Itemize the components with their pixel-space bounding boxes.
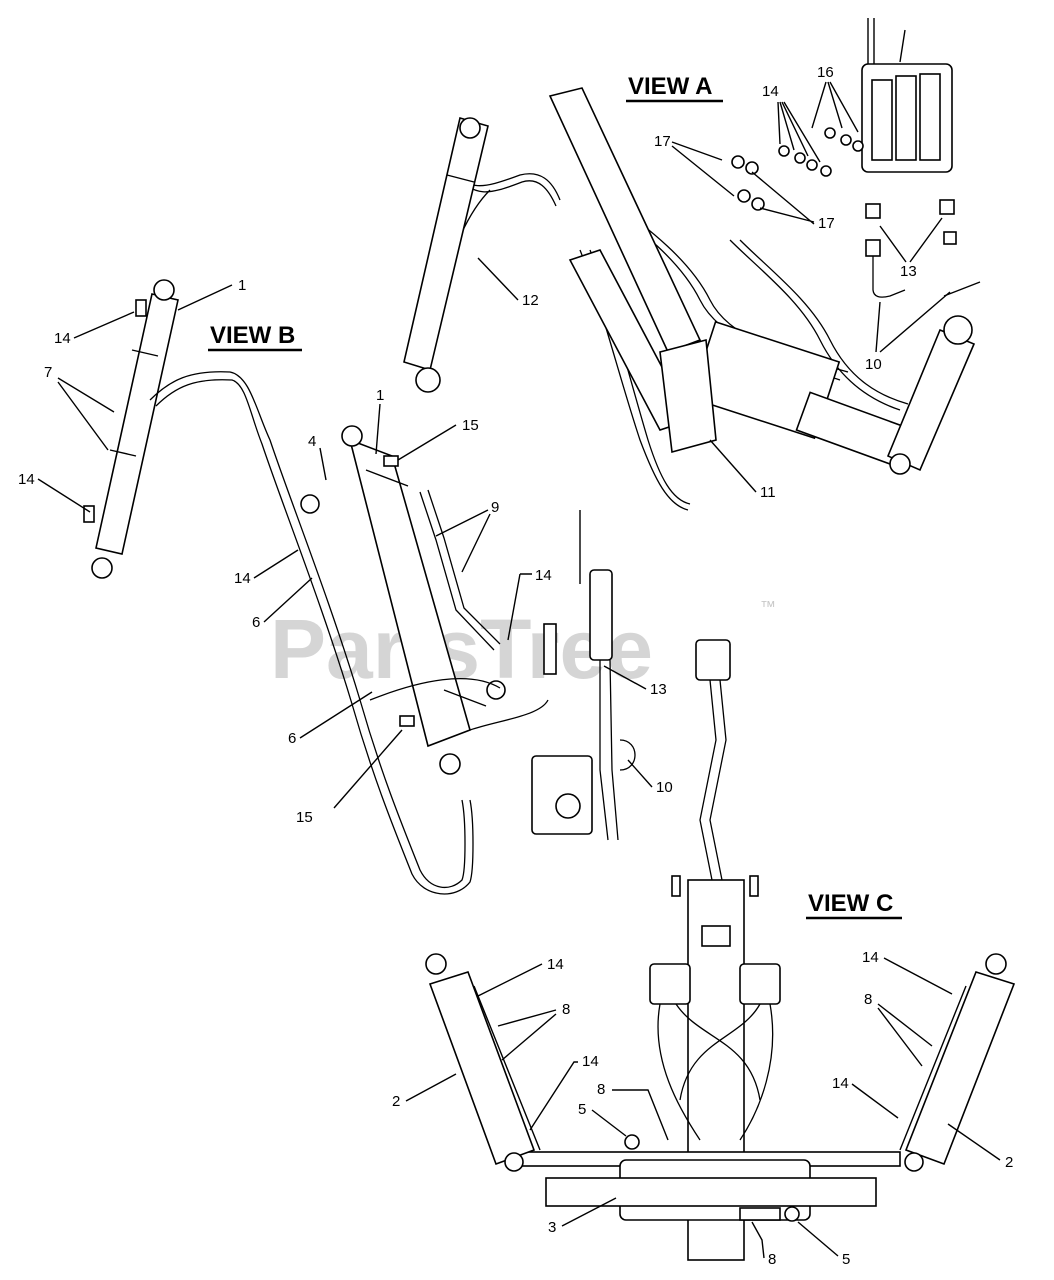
callout-8-c-right: 8 (864, 991, 872, 1008)
callout-14-low-left: 14 (18, 471, 35, 488)
labels-view-a: 16 14 17 17 13 12 10 11 (477, 64, 951, 501)
view-c-group: VIEW C (425, 875, 1016, 1261)
callout-5-c-bottom: 5 (842, 1251, 850, 1268)
callout-8-c-left: 8 (562, 1001, 570, 1018)
valve-assembly-view-b (531, 510, 636, 841)
cylinder-view-a-left (403, 116, 489, 393)
callout-14-view-a: 14 (762, 83, 779, 100)
callout-3: 3 (548, 1219, 556, 1236)
callout-2-right: 2 (1005, 1154, 1013, 1171)
labels-view-b: 1 14 7 14 1 4 15 9 14 6 14 13 6 15 10 (18, 277, 673, 826)
callout-15-lower: 15 (296, 809, 313, 826)
callout-7: 7 (44, 364, 52, 381)
watermark-trademark: ™ (760, 599, 776, 616)
control-valve-block (861, 18, 953, 173)
center-column (695, 639, 731, 901)
callout-10-center: 10 (656, 779, 673, 796)
cylinder-view-c-left (425, 953, 541, 1172)
view-a-group: VIEW A (403, 18, 981, 511)
callout-14-center-left: 14 (234, 570, 251, 587)
callout-1-left: 1 (238, 277, 246, 294)
callout-13-view-a: 13 (900, 263, 917, 280)
callout-16: 16 (817, 64, 834, 81)
callout-14-center-right: 14 (535, 567, 552, 584)
callout-4: 4 (308, 433, 316, 450)
callout-14-c-left: 14 (547, 956, 564, 973)
callout-1-center: 1 (376, 387, 384, 404)
view-c-title: VIEW C (808, 890, 893, 917)
labels-view-c: 14 8 14 8 2 14 14 2 8 5 3 8 5 (392, 949, 1013, 1268)
cylinder-view-b-center (300, 425, 506, 775)
callout-14-c-right-mid: 14 (832, 1075, 849, 1092)
callout-2-left: 2 (392, 1093, 400, 1110)
view-b-title: VIEW B (210, 322, 295, 349)
view-b-group: VIEW B (83, 279, 731, 901)
callout-13-center: 13 (650, 681, 667, 698)
callout-6-upper: 6 (252, 614, 260, 631)
cylinder-view-c-right (899, 953, 1016, 1172)
callout-8-c-bottom: 8 (768, 1251, 776, 1268)
view-a-title: VIEW A (628, 73, 712, 100)
callout-11: 11 (760, 484, 776, 501)
callout-17-right: 17 (818, 215, 835, 232)
callout-5-c-left: 5 (578, 1101, 586, 1118)
callout-14-c-right-top: 14 (862, 949, 879, 966)
callout-14-c-mid: 14 (582, 1053, 599, 1070)
base-crossbar (519, 1134, 901, 1222)
fittings-cluster (731, 127, 981, 298)
callout-6-lower: 6 (288, 730, 296, 747)
cylinder-view-b-left (83, 279, 179, 579)
callout-8-c-mid: 8 (597, 1081, 605, 1098)
callout-15-top: 15 (462, 417, 479, 434)
cylinder-view-a-right (886, 315, 976, 475)
callout-10-view-a: 10 (865, 356, 882, 373)
callout-17-top: 17 (654, 133, 671, 150)
callout-12: 12 (522, 292, 539, 309)
lift-frame-view-a (548, 87, 915, 469)
callout-9: 9 (491, 499, 499, 516)
callout-14-top-left: 14 (54, 330, 71, 347)
